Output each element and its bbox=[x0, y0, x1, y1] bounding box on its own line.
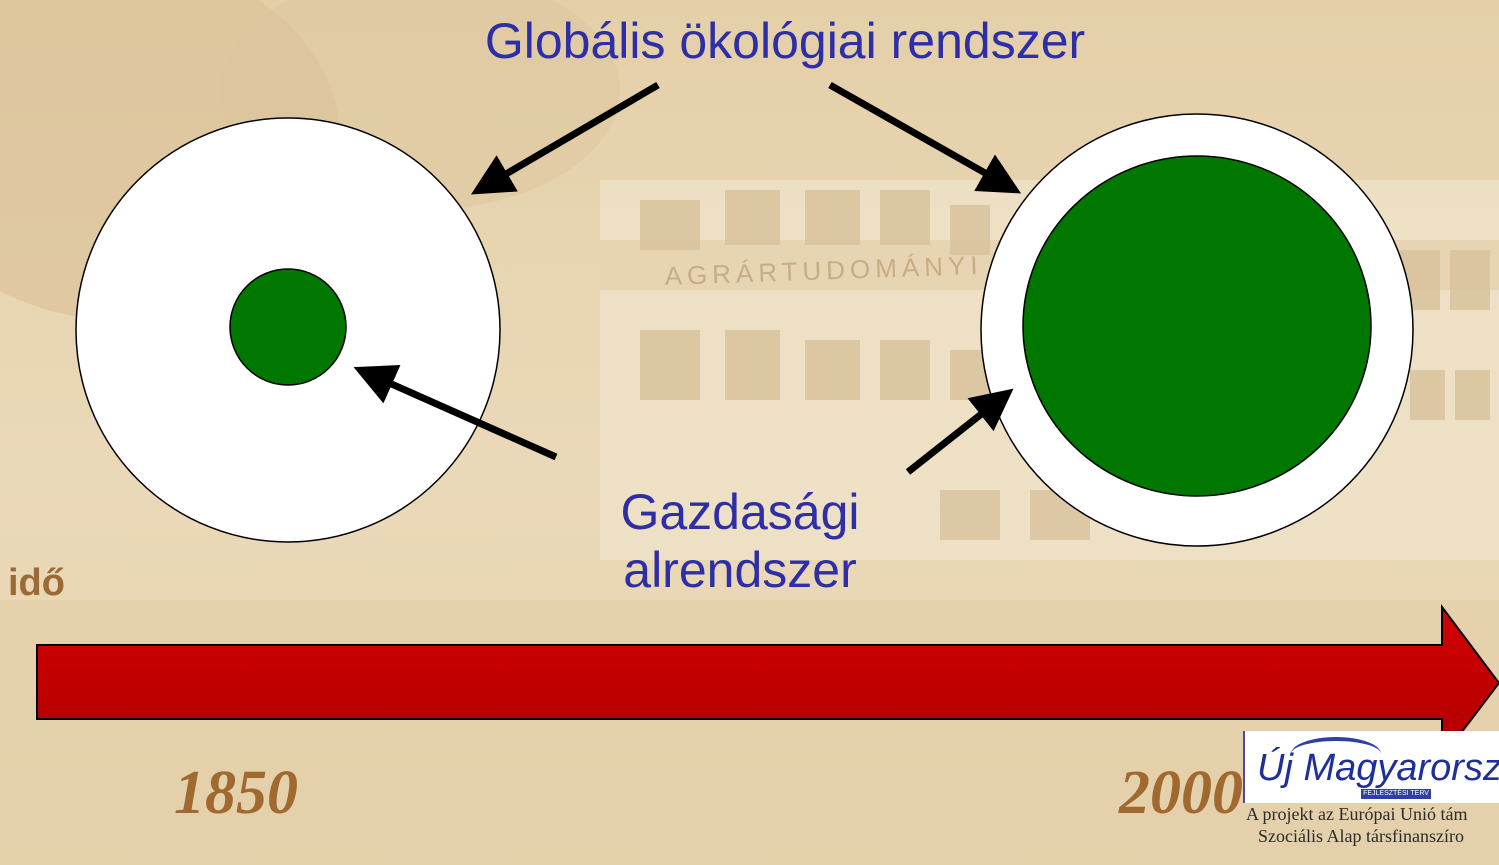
footer-line-1: A projekt az Európai Unió tám bbox=[1246, 804, 1468, 824]
logo-name: Új Magyarország bbox=[1257, 747, 1499, 789]
year-start: 1850 bbox=[174, 759, 298, 827]
uj-magyarorszag-logo: Új Magyarország FEJLESZTÉSI TERV bbox=[1243, 731, 1499, 803]
title-global-ecosystem: Globális ökológiai rendszer bbox=[484, 13, 1086, 69]
time-arrow bbox=[36, 604, 1499, 761]
arrow-title-to-right-circle bbox=[828, 81, 1022, 194]
economic-subsystem-label: Gazdasági alrendszer bbox=[560, 483, 920, 599]
year-end: 2000 bbox=[1119, 759, 1243, 827]
footer-funding-text: A projekt az Európai Unió tám Szociális … bbox=[1246, 803, 1499, 847]
economic-label-line1: Gazdasági bbox=[620, 484, 860, 540]
economy-circle-1850 bbox=[229, 268, 347, 386]
logo-subtitle: FEJLESZTÉSI TERV bbox=[1361, 789, 1431, 799]
arrow-title-to-left-circle bbox=[470, 81, 660, 195]
economy-circle-2000 bbox=[1022, 155, 1372, 497]
time-label: idő bbox=[8, 562, 65, 604]
logo-arc-icon bbox=[1291, 737, 1381, 771]
footer-line-2: Szociális Alap társfinanszíro bbox=[1258, 826, 1464, 846]
economic-label-line2: alrendszer bbox=[623, 542, 857, 598]
arrow-label-to-right-green bbox=[905, 388, 1014, 475]
arrow-label-to-left-green bbox=[353, 365, 558, 461]
